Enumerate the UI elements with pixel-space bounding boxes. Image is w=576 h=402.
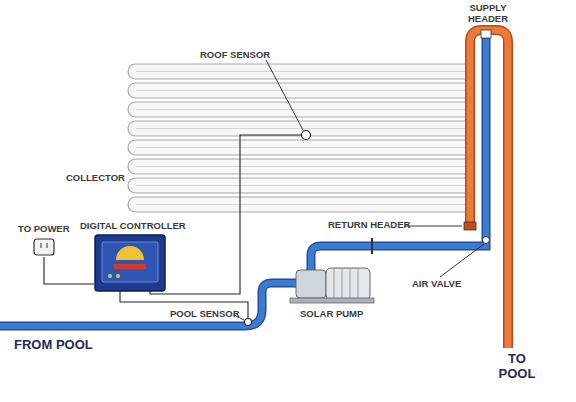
part-label: COLLECTOR — [66, 173, 125, 184]
collector-tube — [128, 197, 473, 212]
sensor-wire — [150, 135, 302, 294]
part-label: SUPPLY HEADER — [462, 3, 514, 25]
part-label: ROOF SENSOR — [200, 50, 270, 61]
power-wire — [44, 257, 94, 284]
collector-tube — [136, 166, 468, 167]
part-label: TO POOL — [497, 352, 537, 382]
collector-tube — [128, 178, 473, 193]
collector-tube — [128, 140, 473, 155]
part-label: AIR VALVE — [412, 279, 461, 290]
sensor-wire — [120, 290, 248, 322]
part-label: FROM POOL — [14, 338, 93, 353]
pool-sensor — [245, 319, 252, 326]
node-label: DIGITAL CONTROLLER — [80, 220, 186, 231]
collector-tube — [136, 147, 468, 148]
collector-tube — [136, 90, 468, 91]
part-label: POOL SENSOR — [170, 309, 240, 320]
part-label: RETURN HEADER — [328, 220, 410, 231]
node-label: TO POWER — [18, 223, 70, 234]
roof-sensor — [302, 131, 311, 140]
collector-tube — [136, 109, 468, 110]
leader-line — [440, 244, 484, 277]
controller-box: DIGITAL CONTROLLER — [80, 220, 186, 292]
header-cap — [481, 30, 491, 38]
power-plug: TO POWER — [18, 223, 70, 257]
plug-icon — [32, 237, 56, 257]
supply-header — [470, 30, 508, 348]
collector-tube — [128, 64, 473, 79]
controller-panel — [94, 234, 166, 292]
return-header-end — [464, 222, 476, 230]
collector-tube — [128, 121, 473, 136]
controller-panel — [94, 234, 166, 292]
collector-tube — [128, 159, 473, 174]
collector-tube — [136, 204, 468, 205]
leader-line — [266, 60, 303, 130]
part-label: SOLAR PUMP — [300, 309, 363, 320]
supply-header — [470, 30, 508, 348]
air-valve — [483, 237, 490, 244]
collector-tube — [128, 83, 473, 98]
solar-pump — [290, 268, 374, 303]
collector-tubes — [128, 64, 473, 212]
collector-tube — [128, 102, 473, 117]
supply-pipe — [311, 38, 486, 270]
check-valve — [371, 238, 373, 254]
leader-line — [405, 226, 462, 227]
supply-pipe — [311, 38, 486, 270]
plug-icon — [32, 237, 56, 257]
collector-tube — [136, 71, 468, 72]
collector-tube — [136, 185, 468, 186]
